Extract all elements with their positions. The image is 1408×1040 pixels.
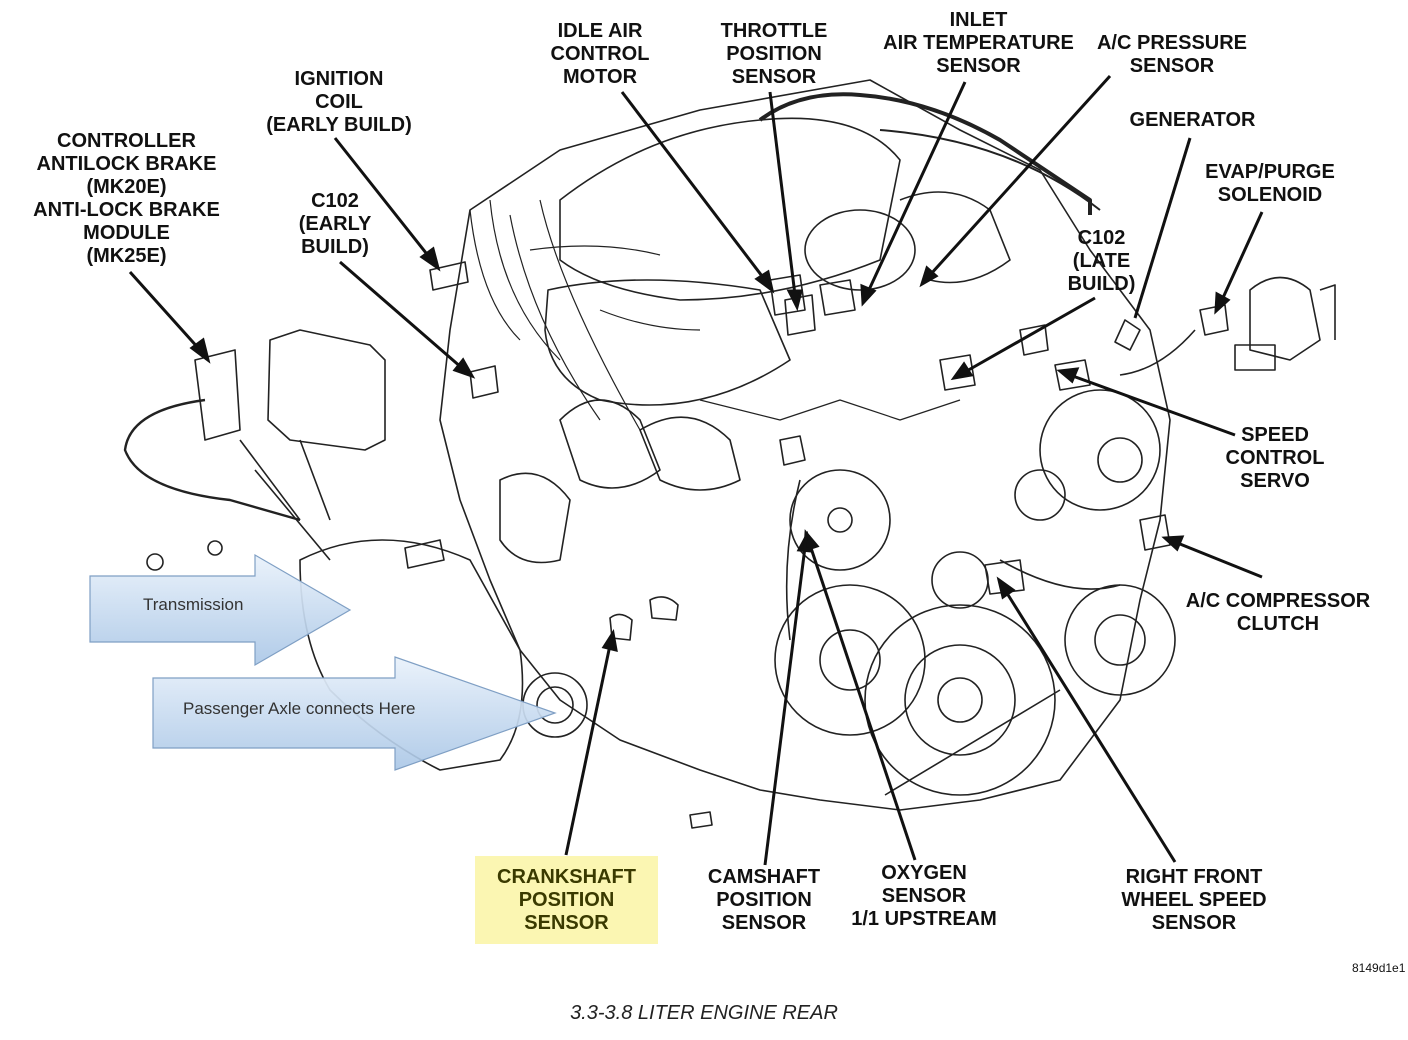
crank-pulley bbox=[864, 604, 1056, 796]
crankshaft-highlight bbox=[475, 856, 658, 944]
figure-code: 8149d1e1 bbox=[1352, 961, 1406, 975]
leader-inlet-air bbox=[860, 81, 967, 307]
leader-abs bbox=[128, 270, 211, 364]
leader-ignition-coil bbox=[333, 137, 441, 272]
leader-generator bbox=[1133, 137, 1192, 319]
leader-wheel-speed bbox=[996, 576, 1177, 863]
leader-ac-compressor bbox=[1161, 535, 1263, 579]
label-generator: GENERATOR bbox=[1129, 109, 1256, 131]
tensioner-pulley bbox=[931, 551, 989, 609]
engine-block bbox=[439, 79, 1171, 811]
evap-solenoid-body bbox=[1249, 276, 1321, 361]
leader-speed-control bbox=[1056, 367, 1236, 437]
leader-throttle bbox=[768, 91, 803, 312]
ac-compressor-pulley bbox=[1064, 584, 1176, 696]
power-steering-pulley bbox=[774, 584, 926, 736]
transmission-callout-arrow bbox=[89, 553, 352, 667]
leader-c102-late bbox=[950, 296, 1096, 381]
axle-callout: Passenger Axle connects Here bbox=[183, 699, 416, 718]
transmission-callout: Transmission bbox=[143, 595, 244, 614]
leader-idle-air bbox=[620, 91, 775, 294]
figure-caption: 3.3-3.8 LITER ENGINE REAR bbox=[570, 1002, 838, 1024]
leader-ac-pressure bbox=[919, 74, 1112, 288]
idler-pulley bbox=[789, 469, 891, 571]
leader-c102-early bbox=[339, 260, 476, 379]
transmission-case bbox=[299, 539, 524, 771]
leader-crankshaft bbox=[564, 628, 618, 856]
intake-manifold bbox=[559, 117, 901, 301]
leader-oxygen bbox=[803, 529, 917, 861]
axle-callout-arrow bbox=[152, 656, 557, 771]
leader-evap bbox=[1214, 211, 1264, 315]
generator-body bbox=[1039, 389, 1161, 511]
abs-module bbox=[267, 329, 386, 451]
leader-camshaft bbox=[763, 530, 813, 866]
